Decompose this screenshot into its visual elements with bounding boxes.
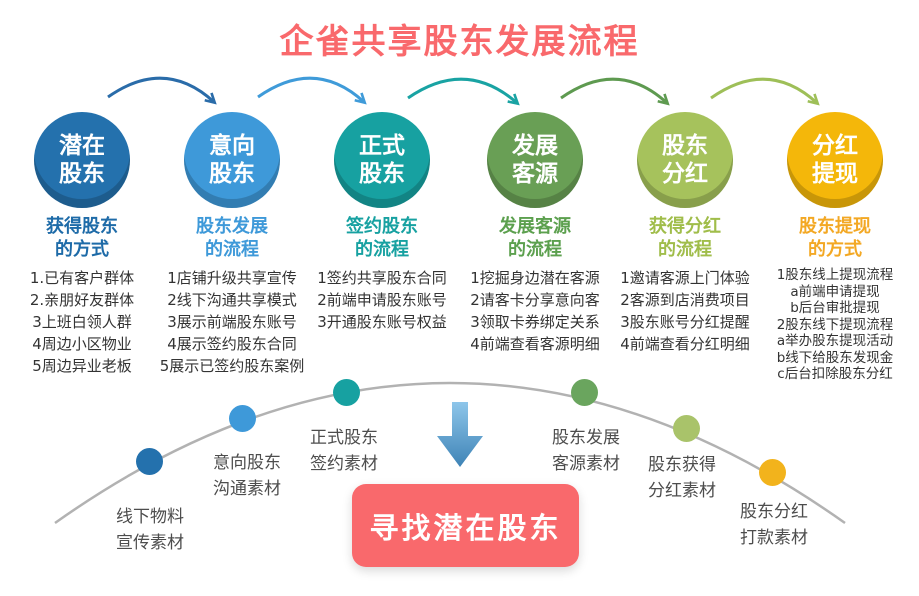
list-item: 3股东账号分红提醒 bbox=[620, 313, 750, 331]
stage-circle-label: 发展 bbox=[512, 133, 558, 159]
list-item: 5周边异业老板 bbox=[32, 357, 132, 375]
list-item: 2请客卡分享意向客 bbox=[470, 291, 600, 309]
stage-subtitle: 签约股东 的流程 bbox=[346, 216, 418, 260]
stage-circle-label: 股东 bbox=[209, 161, 255, 187]
stage-item-list: 1挖掘身边潜在客源 2请客卡分享意向客 3领取卡券绑定关系 4前端查看客源明细 bbox=[460, 267, 610, 355]
list-item: a举办股东提现活动 bbox=[776, 333, 894, 349]
stage-circle: 意向 股东 bbox=[184, 112, 280, 208]
list-item: 1邀请客源上门体验 bbox=[620, 269, 750, 287]
list-item: 2股东线下提现流程 bbox=[776, 316, 894, 333]
list-item: 4前端查看分红明细 bbox=[620, 335, 750, 353]
timeline-dot bbox=[759, 459, 786, 486]
stage-circle-label: 股东 bbox=[59, 161, 105, 187]
down-arrow-icon bbox=[437, 402, 483, 467]
stage-circle-label: 正式 bbox=[359, 133, 405, 159]
flow-arrow-4 bbox=[560, 77, 670, 106]
timeline-dot bbox=[571, 379, 598, 406]
stage-subtitle: 股东提现 的方式 bbox=[799, 216, 871, 260]
stage-circle-label: 客源 bbox=[512, 161, 558, 187]
list-item: 3开通股东账号权益 bbox=[317, 313, 447, 331]
timeline-dot bbox=[673, 415, 700, 442]
list-item: 2.亲朋好友群体 bbox=[29, 291, 135, 309]
list-item: 2前端申请股东账号 bbox=[317, 291, 447, 309]
timeline-dot bbox=[333, 379, 360, 406]
stage-circle-label: 潜在 bbox=[59, 133, 105, 159]
timeline-label: 股东分红 打款素材 bbox=[740, 502, 808, 548]
timeline-dot bbox=[136, 448, 163, 475]
find-potential-shareholders-button[interactable]: 寻找潜在股东 bbox=[352, 484, 579, 567]
stage-subtitle: 股东发展 的流程 bbox=[196, 216, 268, 260]
stage-item-list: 1签约共享股东合同 2前端申请股东账号 3开通股东账号权益 bbox=[307, 267, 457, 333]
stage-circle-label: 提现 bbox=[812, 161, 858, 187]
stage-item-list: 1.已有客户群体 2.亲朋好友群体 3上班白领人群 4周边小区物业 5周边异业老… bbox=[7, 267, 157, 377]
flow-arrow-1 bbox=[107, 76, 217, 105]
list-item: 1挖掘身边潜在客源 bbox=[470, 269, 600, 287]
stage-subtitle: 获得股东 的方式 bbox=[46, 216, 118, 260]
stage-circle-label: 意向 bbox=[209, 133, 255, 159]
list-item: b线下给股东发现金 bbox=[776, 349, 894, 366]
list-item: 5展示已签约股东案例 bbox=[159, 357, 305, 375]
stage-circle: 股东 分红 bbox=[637, 112, 733, 208]
stage-column-formal: 正式 股东 签约股东 的流程 1签约共享股东合同 2前端申请股东账号 3开通股东… bbox=[307, 112, 457, 333]
list-item: 2线下沟通共享模式 bbox=[167, 291, 297, 309]
stage-circle: 正式 股东 bbox=[334, 112, 430, 208]
list-item: 3上班白领人群 bbox=[32, 313, 132, 331]
stage-item-list: 1股东线上提现流程 a前端申请提现 b后台审批提现 2股东线下提现流程 a举办股… bbox=[760, 267, 910, 383]
flow-arrow-2 bbox=[257, 76, 367, 105]
stage-circle-label: 分红 bbox=[812, 133, 858, 159]
list-item: 4周边小区物业 bbox=[32, 335, 132, 353]
stage-circle-label: 分红 bbox=[662, 161, 708, 187]
timeline-dot bbox=[229, 405, 256, 432]
stage-column-potential: 潜在 股东 获得股东 的方式 1.已有客户群体 2.亲朋好友群体 3上班白领人群… bbox=[7, 112, 157, 377]
stage-column-customers: 发展 客源 发展客源 的流程 1挖掘身边潜在客源 2请客卡分享意向客 3领取卡券… bbox=[460, 112, 610, 355]
flow-arrow-3 bbox=[407, 77, 520, 106]
stage-circle: 分红 提现 bbox=[787, 112, 883, 208]
list-item: 1签约共享股东合同 bbox=[317, 269, 447, 287]
stage-circle: 发展 客源 bbox=[487, 112, 583, 208]
stage-item-list: 1店铺升级共享宣传 2线下沟通共享模式 3展示前端股东账号 4展示签约股东合同 … bbox=[157, 267, 307, 377]
stage-subtitle: 获得分红 的流程 bbox=[649, 216, 721, 260]
stage-item-list: 1邀请客源上门体验 2客源到店消费项目 3股东账号分红提醒 4前端查看分红明细 bbox=[610, 267, 760, 355]
stage-column-intent: 意向 股东 股东发展 的流程 1店铺升级共享宣传 2线下沟通共享模式 3展示前端… bbox=[157, 112, 307, 377]
page-title: 企雀共享股东发展流程 bbox=[279, 22, 640, 62]
timeline-label: 股东发展 客源素材 bbox=[552, 428, 620, 474]
stage-circle: 潜在 股东 bbox=[34, 112, 130, 208]
timeline-label: 意向股东 沟通素材 bbox=[213, 453, 281, 499]
list-item: a前端申请提现 bbox=[790, 283, 880, 300]
list-item: 3展示前端股东账号 bbox=[167, 313, 297, 331]
list-item: 4展示签约股东合同 bbox=[167, 335, 297, 353]
list-item: 1.已有客户群体 bbox=[29, 269, 135, 287]
timeline-label: 股东获得 分红素材 bbox=[648, 455, 716, 501]
stage-circle-label: 股东 bbox=[359, 161, 405, 187]
stage-column-dividend: 股东 分红 获得分红 的流程 1邀请客源上门体验 2客源到店消费项目 3股东账号… bbox=[610, 112, 760, 355]
list-item: b后台审批提现 bbox=[790, 300, 880, 316]
flow-arrow-5 bbox=[710, 77, 820, 106]
stage-subtitle: 发展客源 的流程 bbox=[499, 216, 571, 260]
timeline-label: 线下物料 宣传素材 bbox=[116, 507, 184, 553]
stage-circle-label: 股东 bbox=[662, 133, 708, 159]
list-item: 1股东线上提现流程 bbox=[776, 267, 894, 283]
stage-column-withdraw: 分红 提现 股东提现 的方式 1股东线上提现流程 a前端申请提现 b后台审批提现… bbox=[760, 112, 910, 383]
list-item: c后台扣除股东分红 bbox=[777, 366, 893, 382]
list-item: 4前端查看客源明细 bbox=[470, 335, 600, 353]
list-item: 1店铺升级共享宣传 bbox=[167, 269, 297, 287]
list-item: 2客源到店消费项目 bbox=[620, 291, 750, 309]
timeline-label: 正式股东 签约素材 bbox=[310, 428, 378, 474]
list-item: 3领取卡券绑定关系 bbox=[470, 313, 600, 331]
